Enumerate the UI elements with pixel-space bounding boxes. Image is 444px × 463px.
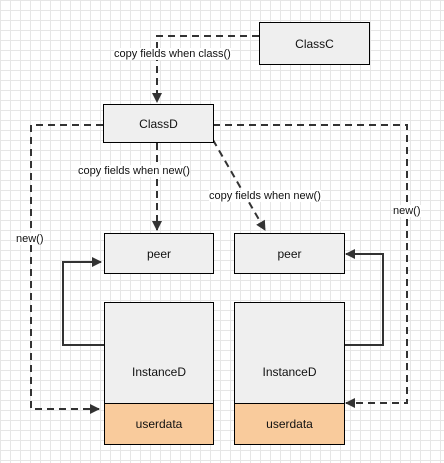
peer-left-box[interactable]: peer bbox=[104, 233, 214, 274]
userdata-right-box[interactable]: userdata bbox=[234, 403, 345, 445]
label-d-to-peer-right: copy fields when new() bbox=[209, 190, 321, 202]
class-d-box[interactable]: ClassD bbox=[103, 104, 214, 143]
edge-instance-left-to-peer bbox=[62, 257, 104, 346]
instance-left-box[interactable]: InstanceD bbox=[104, 302, 214, 404]
label-new-left: new() bbox=[16, 233, 44, 245]
label-c-to-d: copy fields when class() bbox=[114, 48, 231, 60]
userdata-left-box[interactable]: userdata bbox=[104, 403, 214, 445]
label-new-right: new() bbox=[393, 205, 421, 217]
edge-instance-right-to-peer bbox=[345, 249, 384, 346]
peer-right-box[interactable]: peer bbox=[234, 233, 345, 274]
edge-c-to-d bbox=[152, 35, 259, 103]
edge-d-to-peer-right bbox=[212, 139, 266, 231]
label-d-to-peer-left: copy fields when new() bbox=[78, 165, 190, 177]
instance-right-box[interactable]: InstanceD bbox=[234, 302, 345, 404]
class-c-box[interactable]: ClassC bbox=[259, 22, 370, 65]
